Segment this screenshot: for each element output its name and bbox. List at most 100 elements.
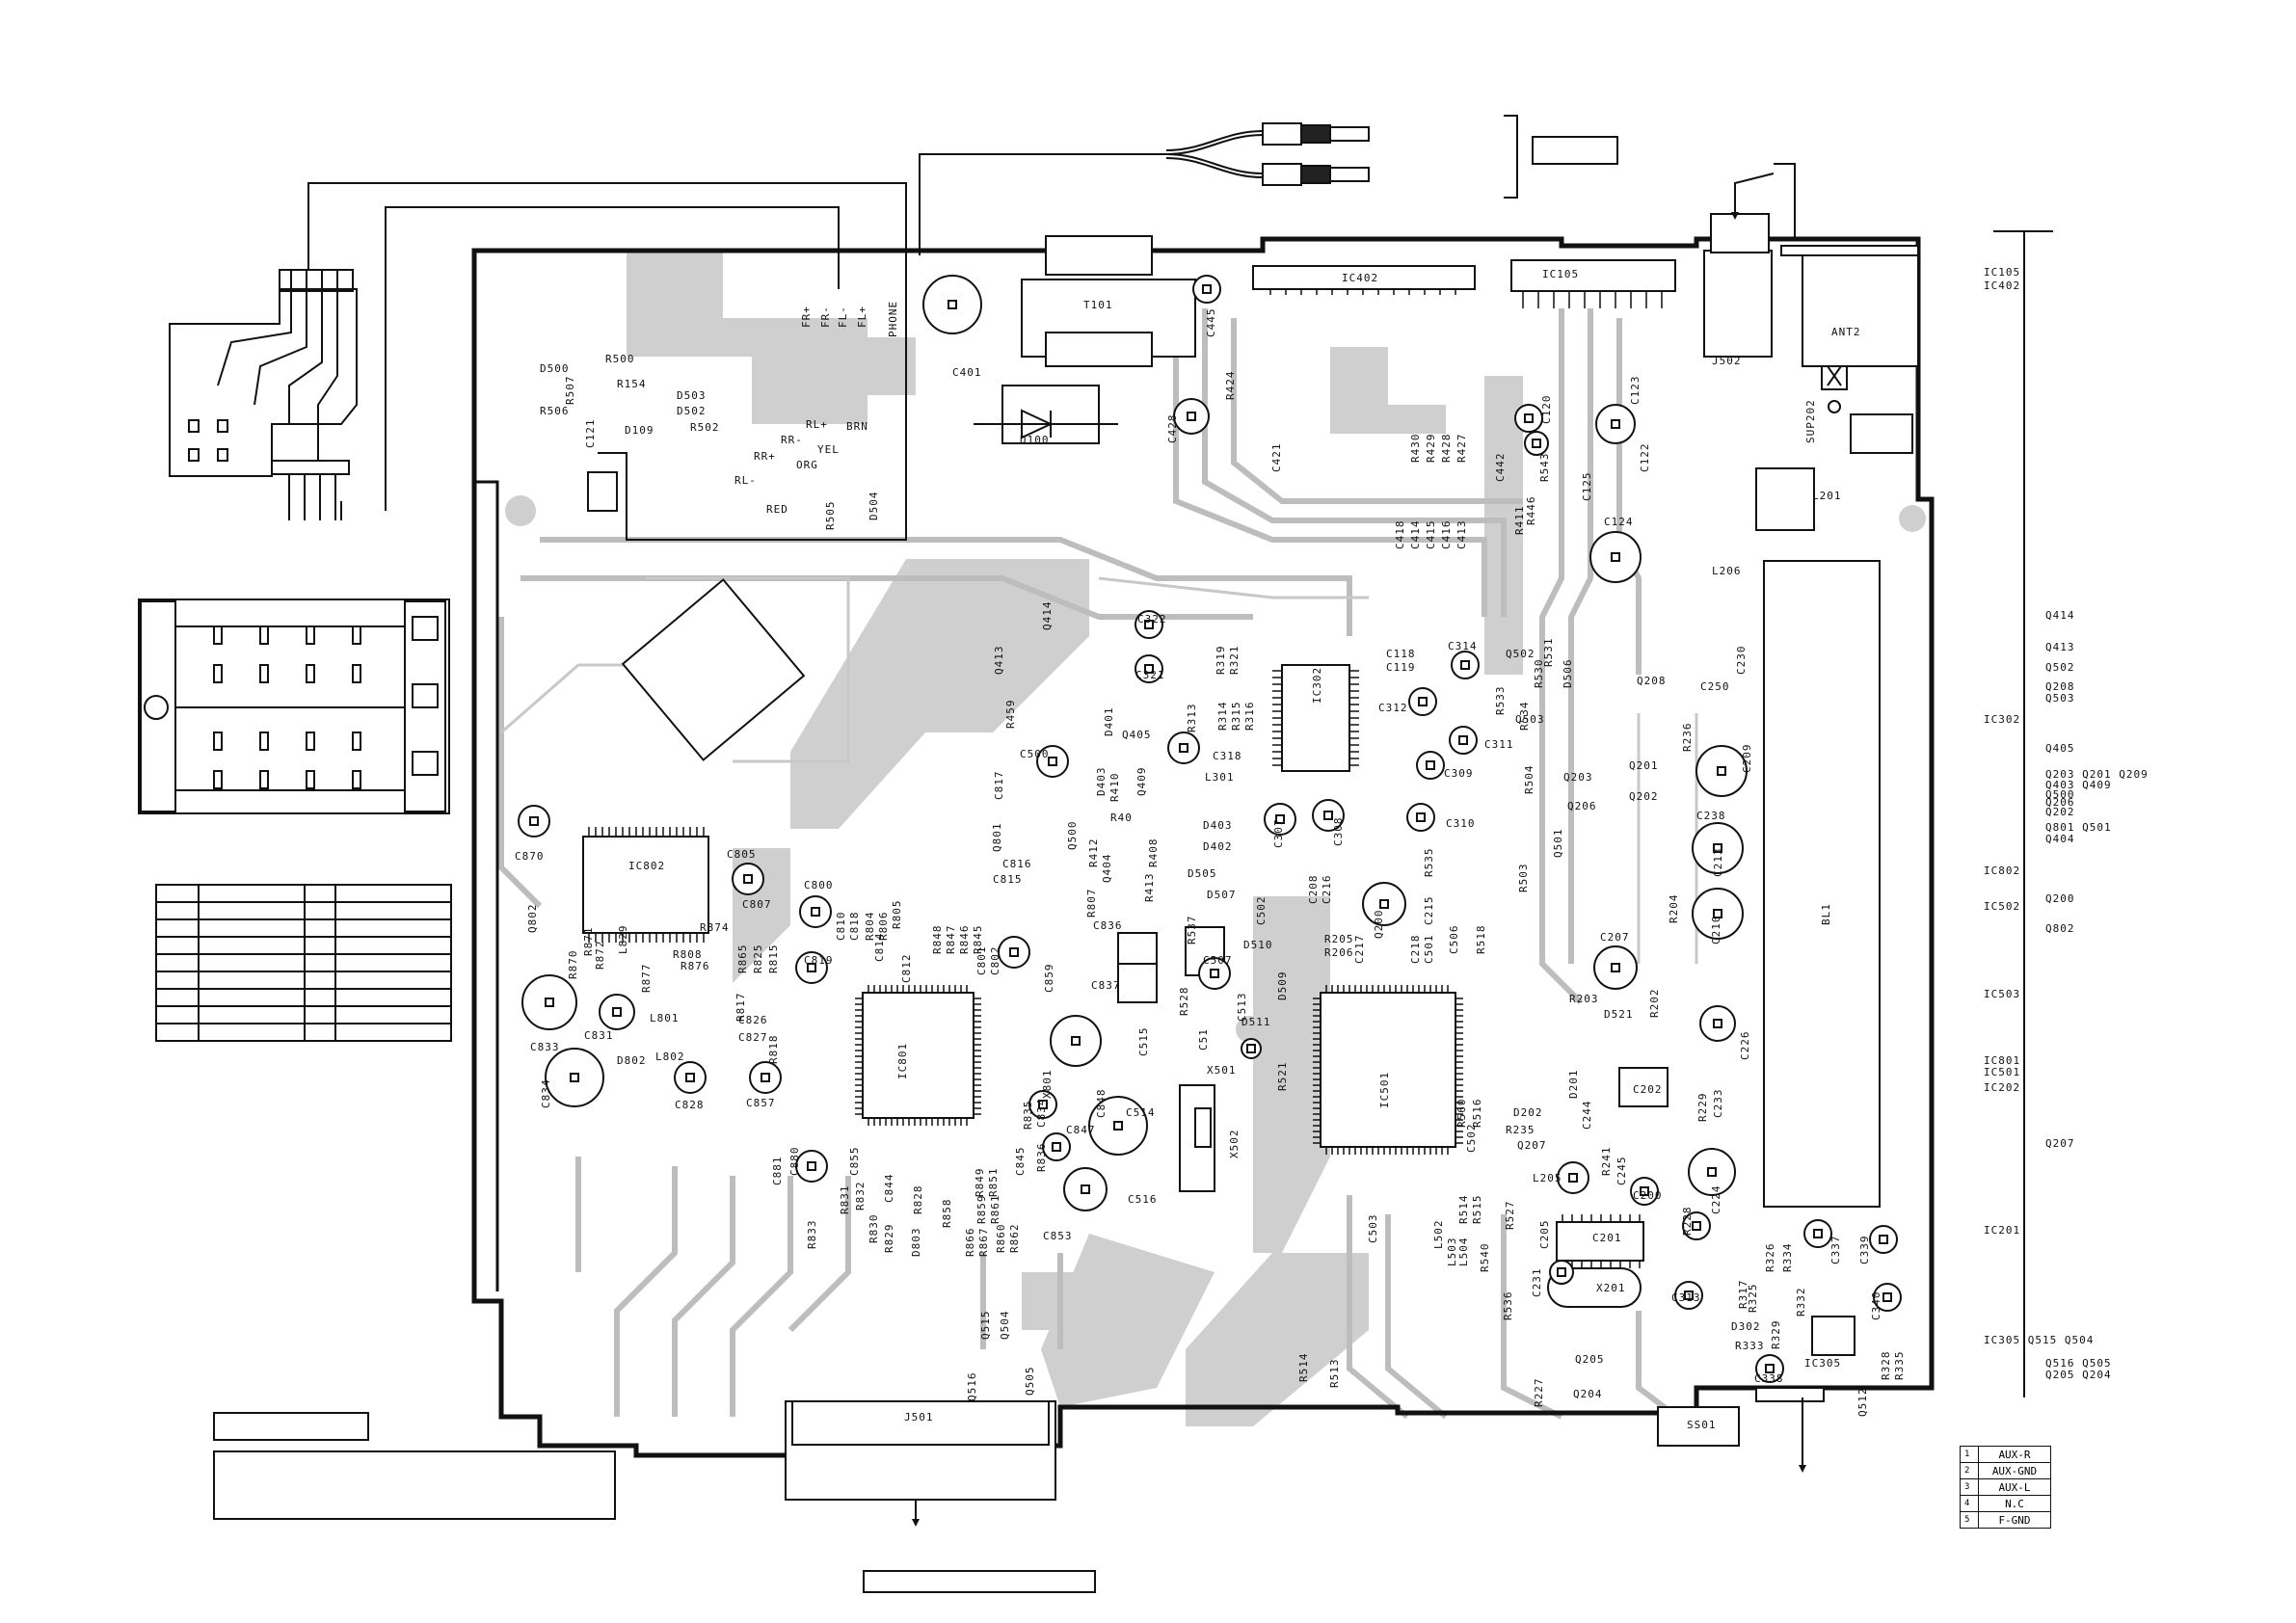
component-label: Q504	[999, 1310, 1011, 1341]
component-label: C837	[1091, 979, 1121, 992]
component-label: C855	[848, 1146, 861, 1177]
component-label: C416	[1440, 519, 1453, 550]
reference-designator: Q414	[2045, 609, 2075, 622]
component-label: C245	[1615, 1156, 1628, 1186]
component-label: D502	[677, 405, 707, 417]
reference-designator: IC201	[1984, 1224, 2021, 1237]
component-label: D500	[540, 362, 570, 375]
component-label: C414	[1409, 519, 1422, 550]
pin-signal: AUX-R	[1978, 1446, 2051, 1463]
ic-chip-ic402	[1252, 265, 1476, 290]
component-label: R817	[734, 992, 747, 1023]
component-label: RED	[766, 503, 788, 516]
component-label: L205	[1533, 1172, 1562, 1184]
ic-pins	[588, 289, 1663, 1268]
component-label: R500	[605, 353, 635, 365]
component-label: R329	[1770, 1319, 1782, 1350]
component-label: C401	[952, 366, 982, 379]
component-label: C514	[1126, 1106, 1156, 1119]
component-label: R410	[1108, 772, 1121, 803]
board-outline	[471, 236, 1935, 1458]
pin-signal: AUX-L	[1978, 1478, 2051, 1496]
component-label: R521	[1276, 1061, 1289, 1092]
component-label: C213	[1712, 847, 1724, 878]
pin-signal: AUX-GND	[1978, 1462, 2051, 1479]
component-label: C205	[1538, 1219, 1551, 1250]
component-label: C337	[1829, 1235, 1842, 1265]
component-label: Q516	[966, 1371, 978, 1402]
component-label: C314	[1448, 640, 1478, 652]
component-label: R241	[1600, 1146, 1613, 1177]
component-label: C516	[1128, 1193, 1158, 1206]
component-label: R228	[1681, 1206, 1694, 1237]
component-label: C309	[1444, 767, 1474, 780]
component-label: C502	[1255, 895, 1268, 926]
component-label: L301	[1205, 771, 1235, 784]
component-label: R413	[1143, 872, 1156, 903]
component-label: C816	[1002, 858, 1032, 870]
component-label: C121	[584, 418, 597, 449]
speaker-connector-drawing	[169, 269, 358, 520]
reference-designator: IC503	[1984, 988, 2021, 1000]
component-label: C847	[1066, 1124, 1096, 1136]
component-label: Q505	[1024, 1366, 1036, 1397]
component-label: D402	[1203, 840, 1233, 853]
component-label: R830	[868, 1213, 880, 1244]
component-label: C812	[900, 953, 913, 984]
component-label: C207	[1600, 931, 1630, 944]
coil-l201	[1755, 467, 1815, 531]
component-label: C210	[1710, 915, 1722, 945]
component-label: C310	[1446, 817, 1476, 830]
component-label: R408	[1147, 838, 1160, 868]
component-label: R504	[1523, 764, 1535, 795]
component-label: C307	[1272, 818, 1285, 849]
component-label: IC402	[1342, 272, 1379, 284]
reference-designator: IC501	[1984, 1066, 2021, 1078]
component-label: R502	[690, 421, 720, 434]
pin-signal: N.C	[1978, 1495, 2051, 1512]
component-label: C834	[540, 1078, 552, 1109]
reference-designator: Q502	[2045, 661, 2075, 674]
component-label: R205	[1324, 933, 1354, 945]
component-label: R876	[681, 960, 710, 972]
component-label: C507	[1203, 954, 1233, 967]
component-label: C853	[1043, 1230, 1073, 1242]
component-label: Q207	[1517, 1139, 1547, 1152]
component-label: IC302	[1311, 666, 1323, 704]
component-label: C125	[1581, 471, 1593, 502]
component-label: C122	[1639, 442, 1651, 473]
component-label: C224	[1710, 1184, 1722, 1215]
blank-label-box-top	[1532, 136, 1618, 165]
component-label: C322	[1137, 613, 1167, 625]
component-label: R540	[1479, 1242, 1491, 1273]
component-label: L502	[1432, 1219, 1445, 1250]
component-label: FL-	[837, 306, 849, 328]
component-label: Q201	[1629, 759, 1659, 772]
component-label: X801	[1041, 1069, 1054, 1100]
pin-number: 3	[1960, 1478, 1979, 1496]
component-label: R430	[1409, 433, 1422, 464]
reference-designator: Q802	[2045, 922, 2075, 935]
component-label: R427	[1455, 433, 1468, 464]
ic-chip-ic802	[582, 836, 709, 934]
component-label: R328	[1880, 1350, 1892, 1381]
component-label: R859	[975, 1194, 988, 1225]
component-label: C880	[788, 1146, 801, 1177]
reference-designator: Q404	[2045, 833, 2075, 845]
reference-designator: Q202	[2045, 806, 2075, 818]
component-label: R321	[1228, 645, 1241, 676]
component-label: C209	[1741, 743, 1753, 774]
blank-label-box-bottom-left	[213, 1412, 369, 1441]
component-label: X502	[1228, 1129, 1241, 1159]
component-label: R227	[1533, 1377, 1545, 1408]
component-label: C238	[1696, 810, 1726, 822]
component-label: R835	[1022, 1100, 1034, 1131]
component-label: D202	[1513, 1106, 1543, 1119]
component-label: C833	[530, 1041, 560, 1053]
component-label: PHONE	[887, 300, 899, 337]
component-label: Q404	[1101, 853, 1113, 884]
component-label: R527	[1504, 1200, 1516, 1231]
component-label: C230	[1735, 645, 1748, 676]
